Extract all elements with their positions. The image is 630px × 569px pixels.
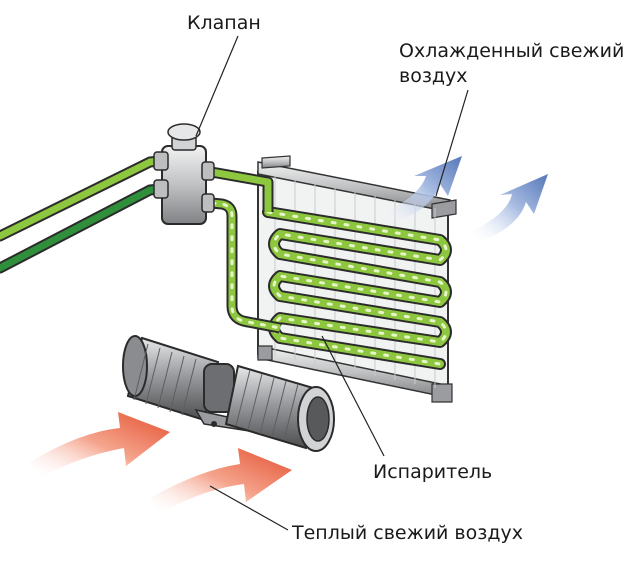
warm-air-arrow-icon (30, 412, 292, 514)
valve-leader-line (195, 35, 239, 137)
cooled-air-label-line2: воздух (399, 65, 468, 87)
evaporator-label: Испаритель (373, 461, 493, 483)
cooled-air-label-line1: Охлажденный свежий (399, 40, 625, 62)
valve-icon (153, 123, 215, 225)
valve-label: Клапан (187, 12, 261, 34)
refrigerant-pipes-left (0, 154, 174, 274)
blower-fan-icon (122, 335, 335, 452)
evaporator-coil-icon (257, 155, 457, 403)
warm-air-leader-line (209, 485, 289, 531)
cooled-air-leader-line (435, 89, 469, 197)
leader-lines (195, 35, 469, 531)
warm-air-label: Теплый свежий воздух (292, 522, 523, 544)
valve-to-evaporator-pipes (198, 164, 282, 334)
cool-air-arrow-icon (380, 156, 548, 242)
evaporator-leader-line (321, 335, 385, 457)
